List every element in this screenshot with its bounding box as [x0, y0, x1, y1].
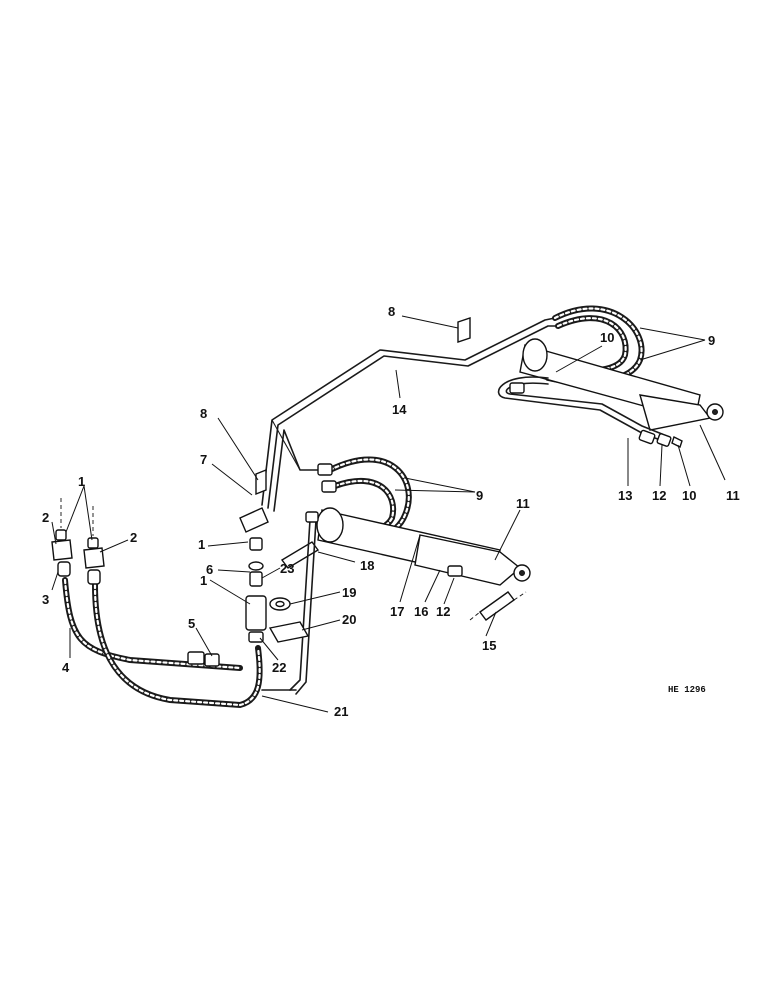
hose-4 [62, 577, 243, 671]
callout-6: 6 [206, 562, 213, 577]
callout-10b: 10 [682, 488, 696, 503]
tube-assembly-14 [261, 317, 559, 512]
callout-17: 17 [390, 604, 404, 619]
callout-1a: 1 [78, 474, 85, 489]
callout-23: 23 [280, 561, 294, 576]
callout-5: 5 [188, 616, 195, 631]
coupler-2-left [51, 498, 73, 577]
valve-stack [239, 507, 269, 643]
leader-lines [51, 315, 726, 713]
washer-19 [269, 597, 291, 611]
callout-18: 18 [360, 558, 374, 573]
callout-1c: 1 [200, 573, 207, 588]
callout-2a: 2 [42, 510, 49, 525]
tube-21-upper [289, 511, 319, 695]
hose-21-lower [92, 582, 297, 709]
callout-1b: 1 [198, 537, 205, 552]
callout-21: 21 [334, 704, 348, 719]
callout-4: 4 [62, 660, 70, 675]
callouts: 1 1 1 2 2 3 4 5 6 7 8 8 9 9 10 10 11 11 … [42, 304, 740, 719]
callout-10a: 10 [600, 330, 614, 345]
callout-7: 7 [200, 452, 207, 467]
cylinder-11-left [316, 507, 531, 586]
bracket-8-left [255, 468, 267, 496]
callout-20: 20 [342, 612, 356, 627]
bracket-8-top [457, 317, 471, 343]
callout-8b: 8 [200, 406, 207, 421]
callout-12a: 12 [652, 488, 666, 503]
clamp-20 [268, 621, 310, 643]
callout-22: 22 [272, 660, 286, 675]
cylinder-11-right [519, 338, 724, 431]
callout-13: 13 [618, 488, 632, 503]
coupler-5 [187, 651, 220, 667]
callout-2b: 2 [130, 530, 137, 545]
callout-12b: 12 [436, 604, 450, 619]
callout-16: 16 [414, 604, 428, 619]
callout-11b: 11 [726, 488, 740, 503]
callout-8a: 8 [388, 304, 395, 319]
pin-15 [469, 591, 527, 621]
callout-19: 19 [342, 585, 356, 600]
callout-11a: 11 [516, 496, 530, 511]
callout-3: 3 [42, 592, 49, 607]
coupler-2-right [83, 506, 105, 585]
callout-15: 15 [482, 638, 496, 653]
callout-14: 14 [392, 402, 407, 417]
callout-9a: 9 [708, 333, 715, 348]
reference-code: HE 1296 [668, 685, 706, 695]
callout-9b: 9 [476, 488, 483, 503]
tube-13 [497, 376, 683, 448]
